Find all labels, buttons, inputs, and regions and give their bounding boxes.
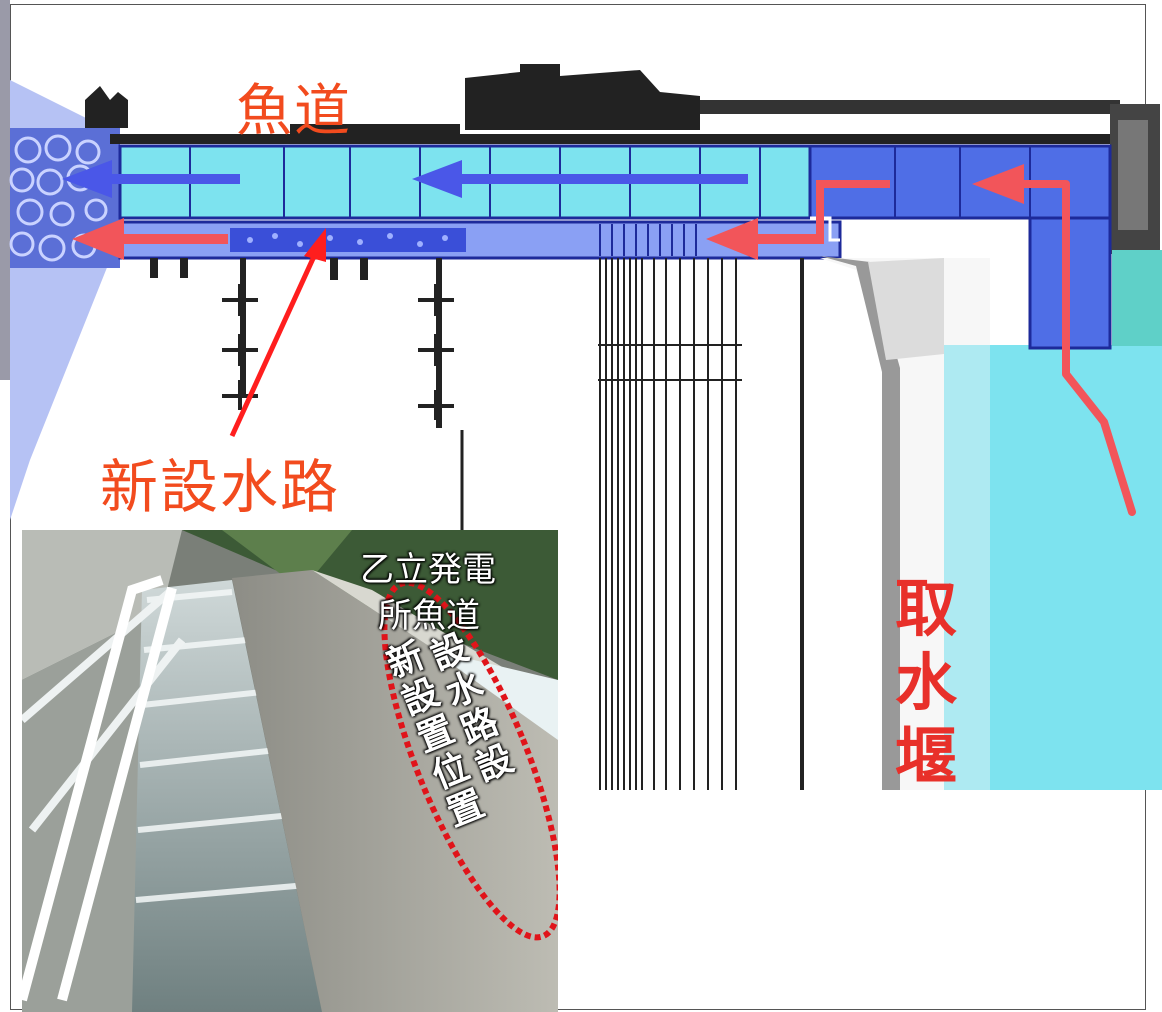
photo-caption-line2: 所魚道 (378, 596, 480, 636)
weir-cyan-gradient (944, 345, 990, 790)
connector-arrow-red (816, 180, 890, 239)
fishway-arrows-blue (62, 160, 748, 198)
fishway-photo: 乙立発電 所魚道 新設置位置 設水路設 (22, 530, 558, 1012)
weir-grey-face (820, 256, 900, 790)
new-channel-arrows-red (72, 218, 824, 260)
intake-weir-label: 取水堰 (894, 572, 957, 793)
new-channel-highlight (381, 579, 558, 941)
weir-mid-shade (868, 258, 944, 360)
pier-supports (150, 258, 442, 428)
weir-wedge (820, 258, 990, 790)
pier-cross-marks (222, 284, 454, 420)
new-channel-grate (599, 224, 697, 256)
photo-caption-line1: 乙立発電 (360, 550, 496, 590)
new-channel-pointer-head (304, 228, 326, 262)
fishway-photo-image (22, 530, 558, 1012)
intake-arrowhead-red (972, 164, 1024, 204)
intake-flow-arrow-red (1020, 180, 1136, 516)
new-channel-label: 新設水路 (100, 453, 341, 521)
intake-cyan-pool (990, 345, 1162, 790)
intake-cyan-side (1112, 250, 1162, 346)
new-channel-pointer (229, 250, 319, 438)
pillar-hatching (598, 258, 742, 790)
deck-line (110, 134, 1110, 144)
riprap-block (9, 128, 120, 268)
fishway-label: 魚道 (236, 79, 352, 144)
dam-structure-top (85, 64, 1160, 254)
new-channel-gravel (230, 228, 466, 252)
left-edge-bar (0, 0, 10, 380)
